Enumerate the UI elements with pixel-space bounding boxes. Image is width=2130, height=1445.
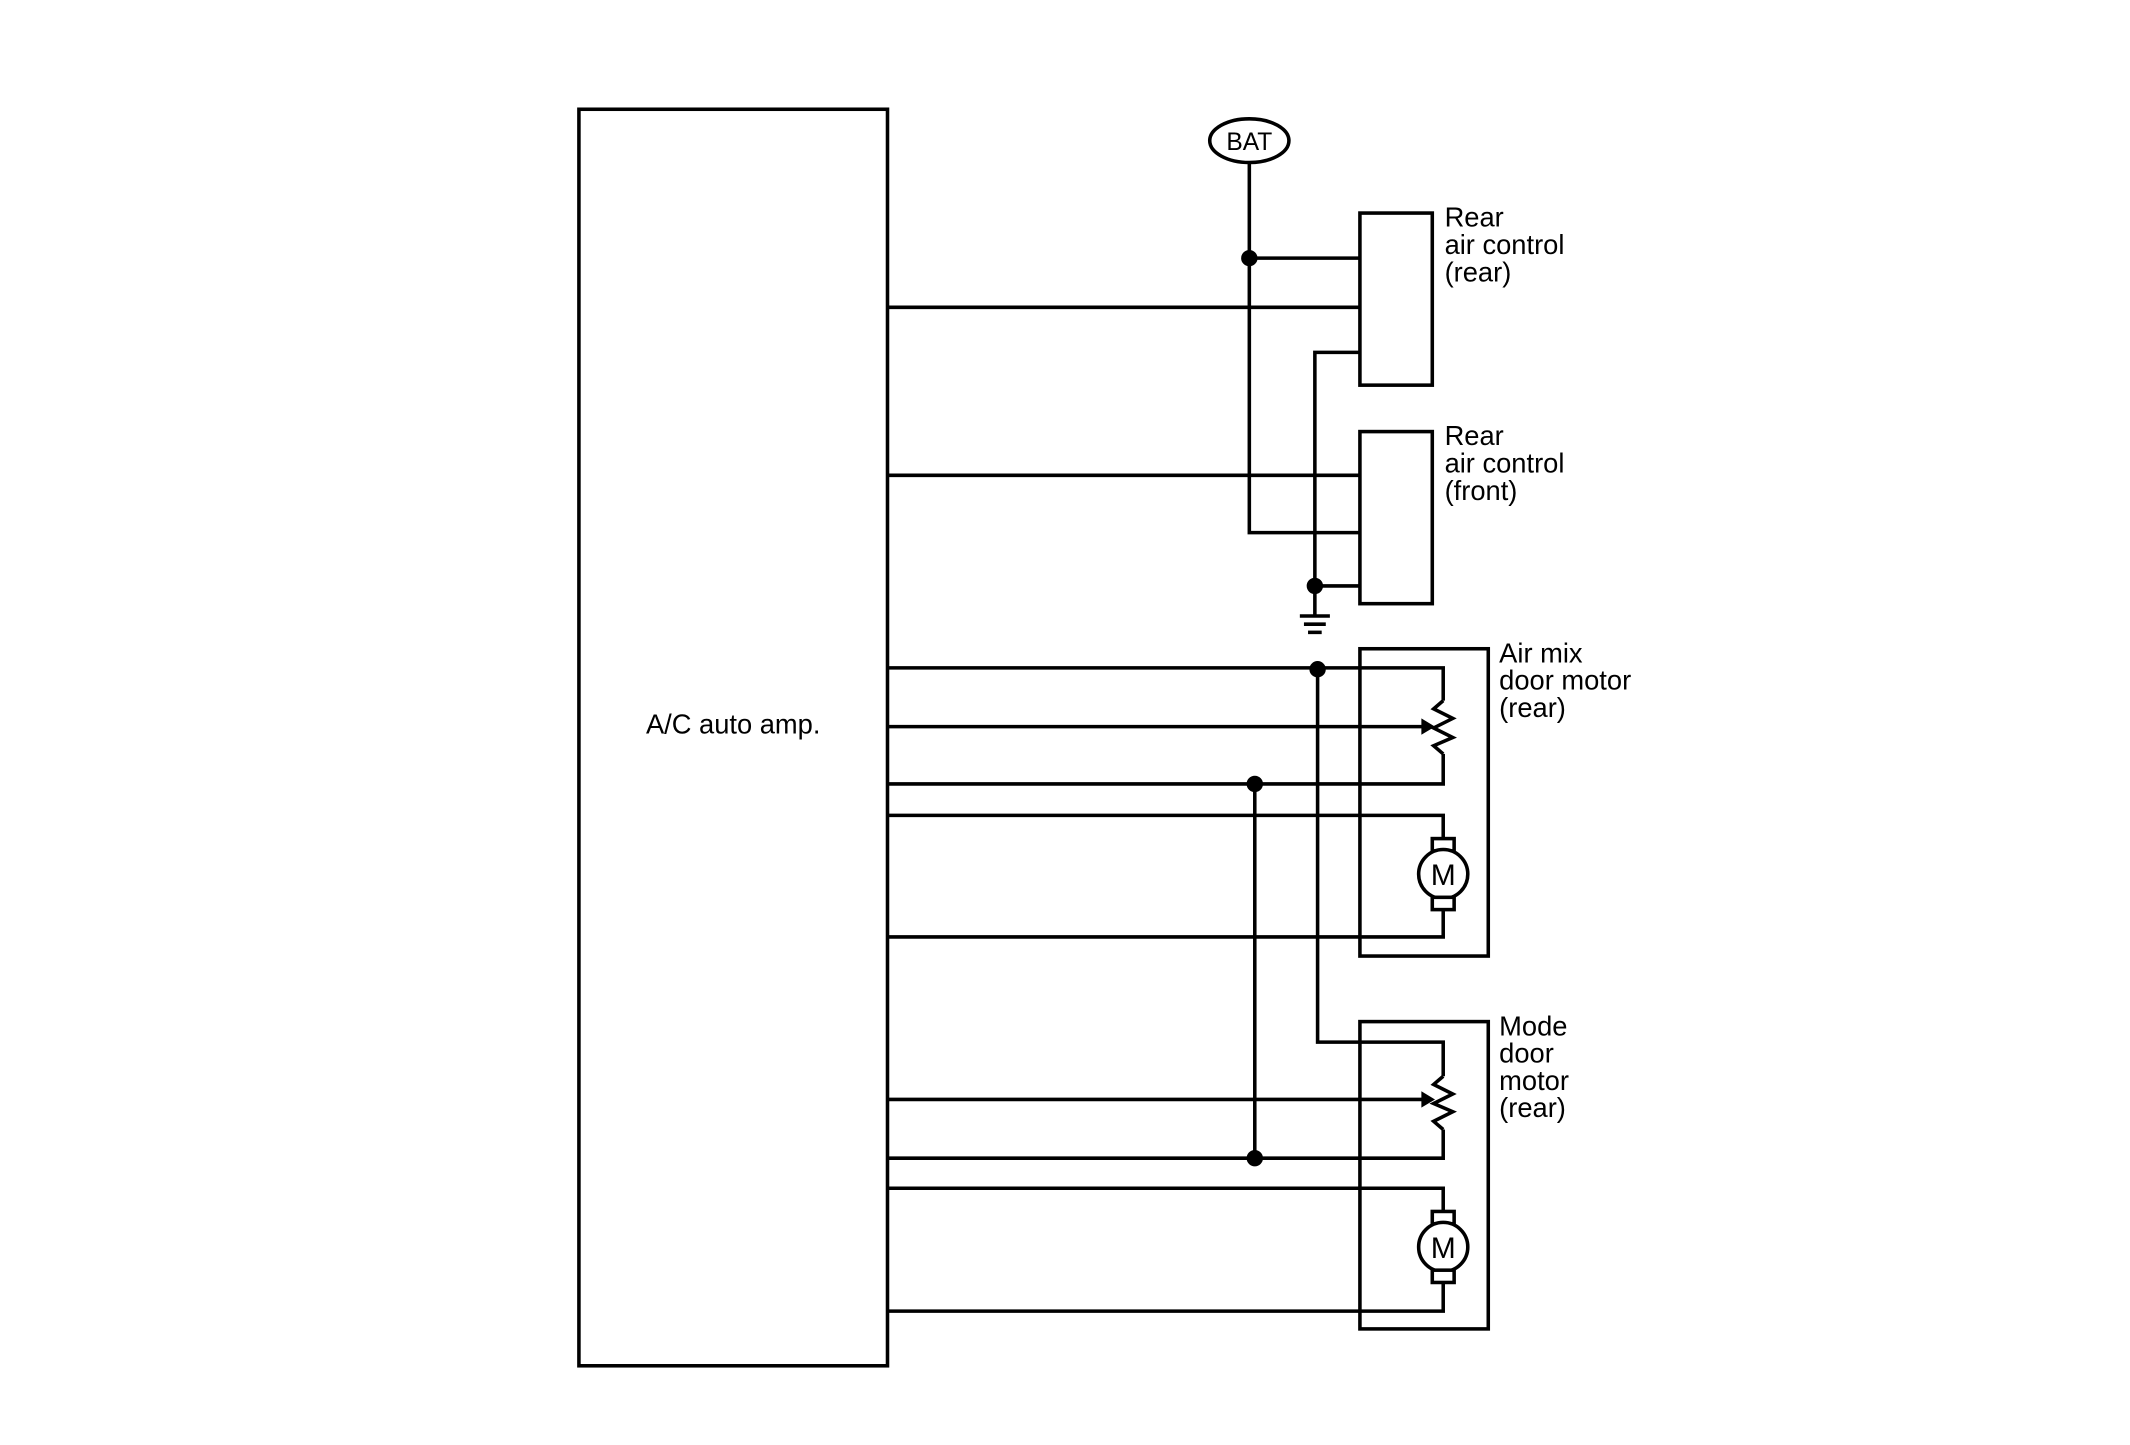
junction-dot	[1309, 661, 1326, 678]
junction-dot	[1241, 249, 1258, 267]
rear-air-control-rear-block	[1358, 211, 1435, 387]
motor-symbol: M	[1431, 859, 1456, 892]
rear-air-control-front-label: Rear air control (front)	[1445, 420, 1572, 506]
air-mix-motor: M	[887, 813, 1470, 939]
motor-symbol: M	[1431, 1232, 1456, 1265]
rear-air-control-front-block	[1358, 429, 1435, 606]
battery-wiring	[1241, 162, 1360, 535]
mode-potentiometer	[887, 1074, 1457, 1167]
rear-air-control-rear-label: Rear air control (rear)	[1445, 202, 1572, 288]
mode-door-motor-block	[1358, 1019, 1491, 1331]
ac-auto-amp-label: A/C auto amp.	[646, 708, 820, 739]
battery-label: BAT	[1226, 129, 1272, 156]
mode-door-motor-label: Mode door motor (rear)	[1499, 1010, 1576, 1123]
junction-dot	[1246, 1149, 1263, 1167]
wiper-arrow-icon	[1421, 1091, 1436, 1108]
ground-wiring	[1299, 350, 1360, 635]
wire-ref-voltage-bus	[1315, 669, 1445, 1077]
air-mix-door-motor-block	[1358, 646, 1491, 958]
air-mix-potentiometer	[887, 661, 1457, 793]
wiper-arrow-icon	[1421, 718, 1436, 735]
air-mix-door-motor-label: Air mix door motor (rear)	[1499, 637, 1639, 723]
mode-motor: M	[887, 1186, 1470, 1313]
junction-dot	[1306, 577, 1324, 595]
ac-auto-amp-block	[577, 107, 890, 1368]
